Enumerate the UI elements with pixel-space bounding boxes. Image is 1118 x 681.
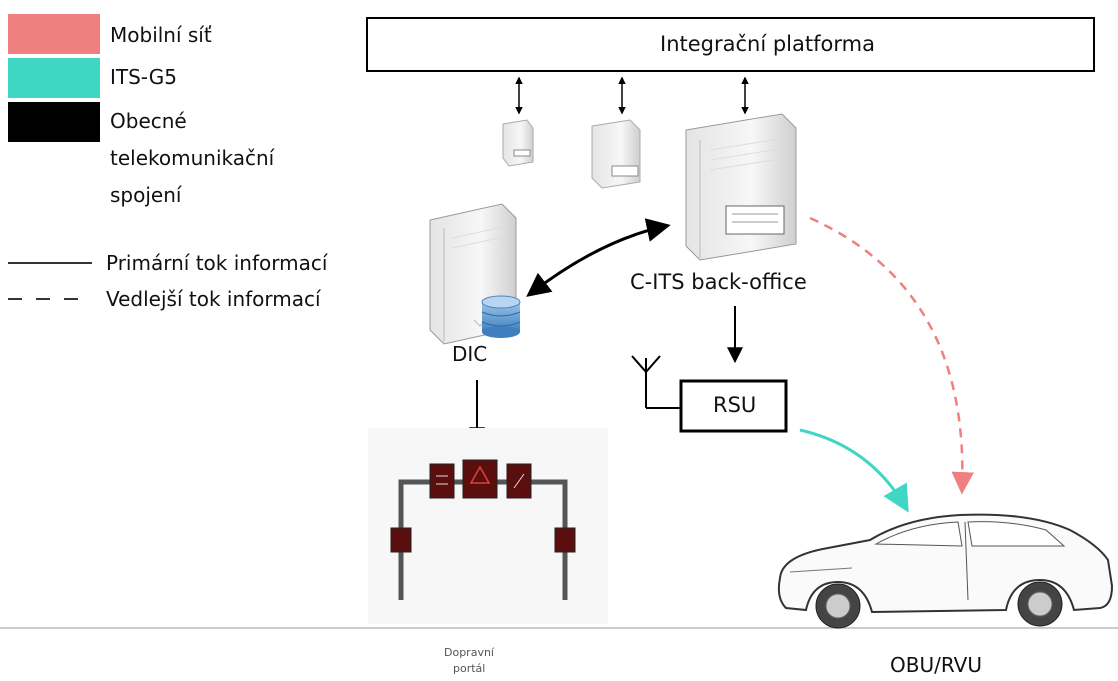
legend-swatch-its-g5 [8,58,100,98]
integration-platform-label: Integrační platforma [660,32,875,56]
legend-label-general-line-3: spojení [110,183,182,207]
car-icon [777,513,1114,629]
legend-label-primary-flow: Primární tok informací [106,251,328,275]
portal-label-line-2: portál [453,662,486,675]
its-g5-arrow [799,428,909,513]
rsu-label: RSU [713,393,757,417]
portal-background [368,428,608,624]
variable-message-sign-icon [390,459,576,600]
portal-label-line-1: Dopravní [444,646,494,659]
legend-label-secondary-flow: Vedlejší tok informací [106,287,321,311]
legend-label-general-line-2: telekomunikační [110,146,275,170]
back-office-label: C-ITS back-office [630,270,807,294]
legend-swatch-general [8,102,100,142]
legend-label-its-g5: ITS-G5 [110,65,177,89]
vehicle-label: OBU/RVU [890,653,982,677]
rsu-box [679,379,788,433]
server-icon [502,119,534,167]
server-icon [685,113,797,261]
legend-label-mobile: Mobilní síť [110,23,212,47]
antenna-icon [631,355,681,409]
database-icon [481,295,521,338]
legend-swatch-mobile [8,14,100,54]
legend-label-general-line-1: Obecné [110,109,187,133]
integration-platform-box [366,17,1095,72]
dic-label: DIC [452,342,488,366]
mobile-network-arrow [809,216,974,495]
dic-backoffice-arrow [526,218,671,297]
server-icon [591,119,641,189]
